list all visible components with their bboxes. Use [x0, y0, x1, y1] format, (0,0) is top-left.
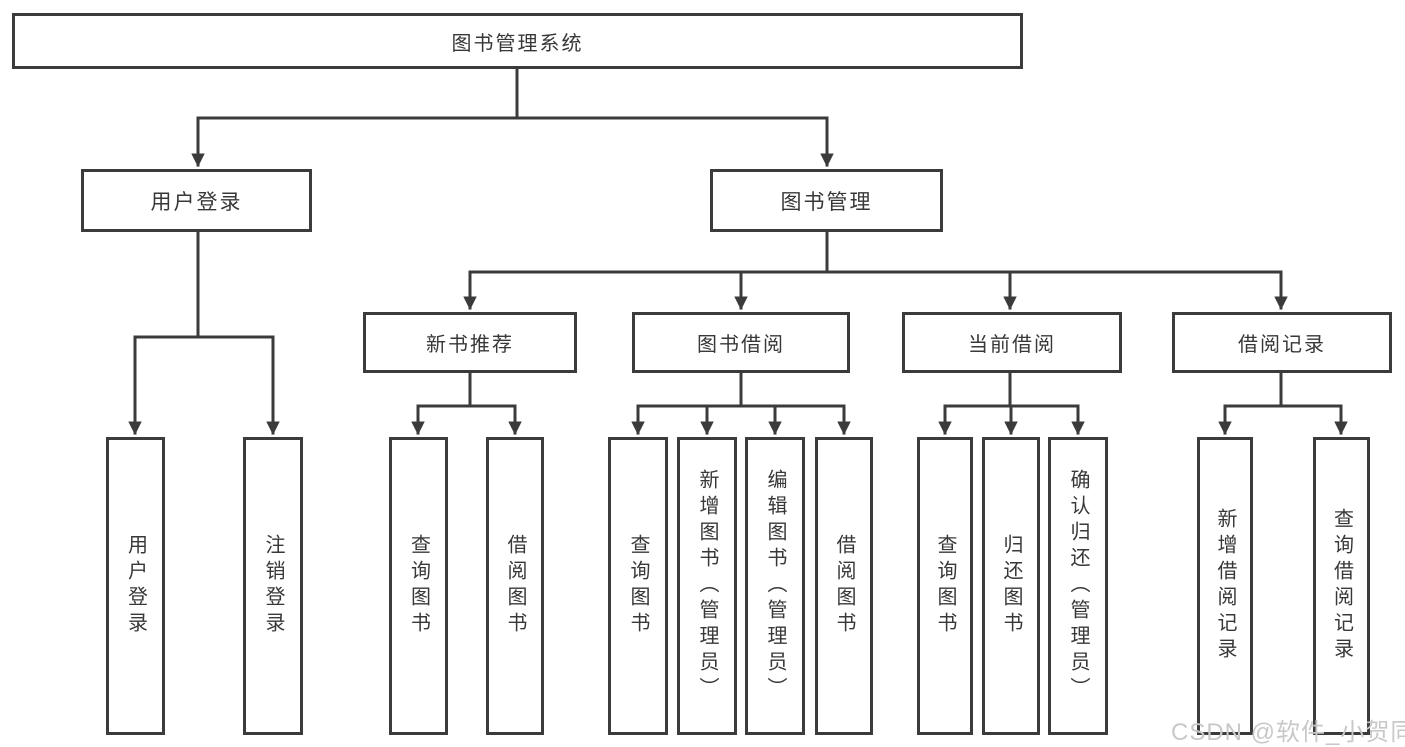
leaf-nbr-query-books: 查询图书 — [389, 437, 448, 735]
node-book-borrow: 图书借阅 — [632, 312, 850, 373]
leaf-cb-return-books: 归还图书 — [982, 437, 1040, 735]
leaf-user-login: 用户登录 — [106, 437, 165, 735]
node-borrow-records: 借阅记录 — [1172, 312, 1392, 373]
node-label: 查询图书 — [407, 534, 430, 638]
leaf-bb-borrow-books: 借阅图书 — [815, 437, 873, 735]
node-current-borrow: 当前借阅 — [902, 312, 1122, 373]
leaf-logout: 注销登录 — [243, 437, 303, 735]
node-label: 查询借阅记录 — [1330, 508, 1353, 664]
leaf-bb-edit-books-admin: 编辑图书（管理员） — [745, 437, 805, 735]
node-label: 借阅图书 — [504, 534, 526, 638]
node-user-login: 用户登录 — [81, 169, 312, 232]
leaf-bb-add-books-admin: 新增图书（管理员） — [677, 437, 737, 735]
node-label: 注销登录 — [262, 534, 284, 638]
node-label: 图书管理系统 — [451, 32, 584, 55]
node-root-system: 图书管理系统 — [12, 13, 1023, 69]
node-label: 借阅记录 — [1238, 334, 1326, 356]
node-label: 图书管理 — [780, 190, 873, 214]
node-label: 确认归还（管理员） — [1067, 469, 1089, 703]
node-label: 新增图书（管理员） — [696, 469, 718, 703]
node-label: 用户登录 — [150, 190, 243, 214]
node-label: 图书借阅 — [697, 334, 785, 356]
node-label: 查询图书 — [934, 534, 956, 638]
node-new-book-recommend: 新书推荐 — [363, 312, 577, 373]
node-label: 用户登录 — [124, 534, 147, 638]
leaf-bb-query-books: 查询图书 — [608, 437, 668, 735]
leaf-cb-confirm-return-admin: 确认归还（管理员） — [1048, 437, 1108, 735]
node-label: 归还图书 — [1000, 534, 1022, 638]
csdn-watermark: CSDN @软件_小贺同学 — [1171, 719, 1405, 746]
node-label: 新增借阅记录 — [1214, 508, 1236, 664]
node-label: 新书推荐 — [426, 334, 514, 356]
leaf-cb-query-books: 查询图书 — [917, 437, 973, 735]
leaf-br-add-record: 新增借阅记录 — [1197, 437, 1253, 735]
node-label: 查询图书 — [627, 534, 649, 638]
node-label: 编辑图书（管理员） — [764, 469, 786, 703]
node-label: 当前借阅 — [968, 334, 1056, 356]
leaf-nbr-borrow-books: 借阅图书 — [486, 437, 544, 735]
node-book-management: 图书管理 — [710, 169, 943, 232]
node-label: 借阅图书 — [833, 534, 855, 638]
leaf-br-query-record: 查询借阅记录 — [1313, 437, 1370, 735]
